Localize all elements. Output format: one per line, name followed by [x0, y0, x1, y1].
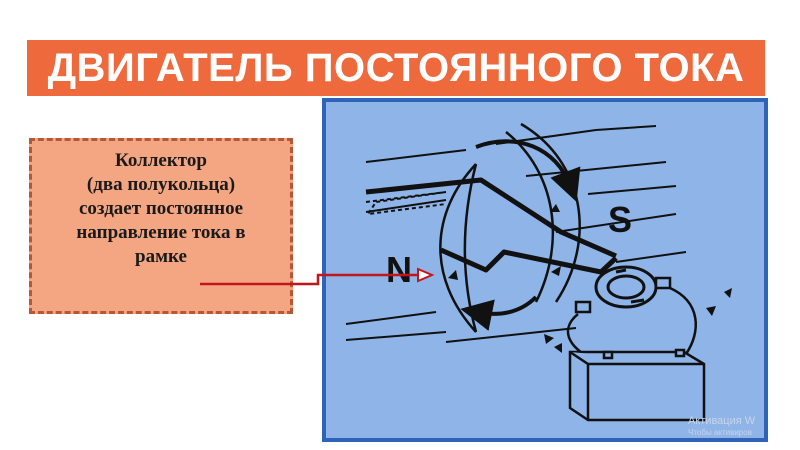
- collector-pointer-arrow: [200, 275, 430, 284]
- collector-pointer-arrowhead: [418, 269, 432, 281]
- activation-watermark: Активация W: [688, 415, 755, 427]
- activation-watermark-sub: Чтобы активиров: [688, 428, 752, 437]
